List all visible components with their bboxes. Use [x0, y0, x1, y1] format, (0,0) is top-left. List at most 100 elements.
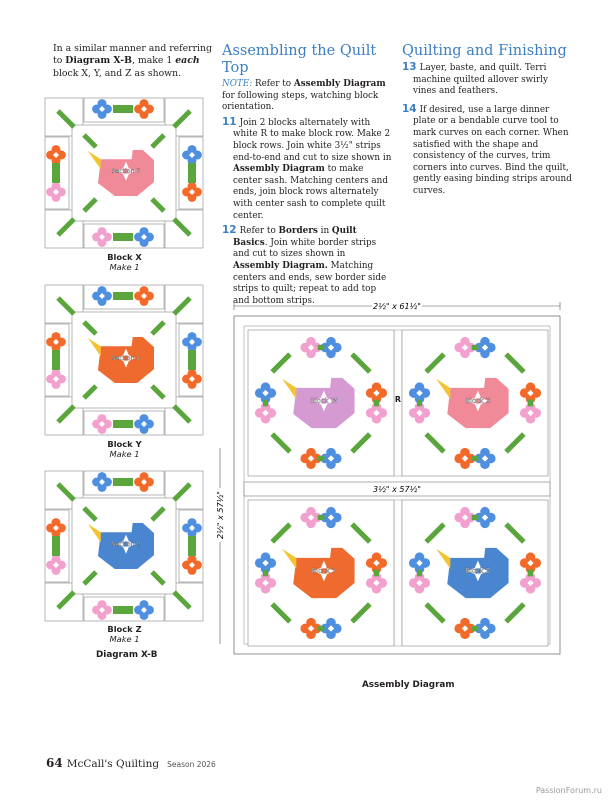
step-number: 11: [222, 115, 237, 128]
petal: [365, 408, 376, 418]
star-center: [123, 168, 129, 174]
flower-icon: [519, 402, 542, 424]
beak-icon: [87, 150, 101, 170]
assembling-section: Assembling the Quilt Top NOTE: Refer to …: [222, 43, 392, 307]
green-strip: [188, 536, 196, 556]
block-z-diagram: Section 9: [44, 470, 204, 626]
petal: [144, 419, 154, 429]
beak-icon: [87, 337, 101, 357]
petal: [408, 388, 419, 398]
flower-icon: [454, 447, 476, 470]
petal: [408, 578, 419, 588]
flower-icon: [46, 182, 66, 202]
block-make: Make 1: [109, 634, 140, 644]
step-text: to make center sash. Matching centers an…: [233, 164, 388, 221]
block-label: Block Z: [465, 567, 490, 575]
assembly-block: Block W: [247, 329, 395, 477]
green-strip: [270, 352, 292, 374]
flower-icon: [92, 414, 112, 434]
star-center: [123, 355, 129, 361]
petal: [254, 578, 265, 588]
intro-text: block X, Y, and Z as shown.: [53, 67, 182, 79]
flower-center: [262, 559, 269, 567]
green-strip: [504, 352, 526, 374]
petal: [408, 558, 419, 568]
petal: [454, 342, 465, 353]
block-y-drawing: Section 8: [44, 284, 204, 436]
flower-center: [461, 455, 469, 462]
block-x-caption: Block X Make 1: [42, 252, 207, 272]
green-strip: [172, 404, 192, 424]
petal: [46, 560, 56, 570]
step-text: . Join white border strips and cut to si…: [233, 237, 377, 260]
flower-center: [416, 579, 423, 587]
green-strip: [350, 602, 372, 624]
block-y-caption: Block Y Make 1: [42, 439, 207, 459]
petal: [420, 578, 431, 588]
block-title: Block Y: [107, 439, 142, 449]
petal: [56, 374, 66, 384]
petal: [56, 187, 66, 197]
flower-icon: [134, 472, 154, 492]
flower-icon: [454, 336, 476, 359]
step-text: Layer, baste, and quilt. Terri machine q…: [413, 63, 548, 97]
flower-icon: [134, 414, 154, 434]
petal: [102, 605, 112, 615]
flower-icon: [254, 402, 277, 424]
petal: [144, 104, 154, 114]
green-strip: [56, 482, 76, 502]
petal: [485, 453, 496, 464]
petal: [300, 342, 311, 353]
flower-icon: [365, 552, 388, 574]
side-dimension-label: 2½" x 57½": [216, 491, 225, 539]
flower-center: [262, 389, 269, 397]
green-strip: [82, 384, 98, 400]
green-strip: [113, 478, 133, 486]
flower-icon: [519, 552, 542, 574]
green-strip: [270, 602, 292, 624]
block-group: Section 9: [44, 470, 204, 622]
center-dimension-label: 3½" x 57½": [373, 485, 421, 494]
petal: [46, 187, 56, 197]
green-strip: [82, 197, 98, 213]
petal: [182, 150, 192, 160]
block-group: Section 7: [44, 97, 204, 249]
green-strip: [504, 432, 526, 454]
block-label: Block Y: [312, 567, 337, 575]
flower-icon: [134, 286, 154, 306]
petal: [56, 150, 66, 160]
green-strip: [113, 292, 133, 300]
flower-icon: [92, 286, 112, 306]
green-strip: [270, 522, 292, 544]
petal: [192, 560, 202, 570]
bird-icon: Block X: [436, 377, 509, 429]
sash-label: R: [395, 395, 401, 404]
section-label: Section 7: [112, 168, 141, 175]
petal: [365, 558, 376, 568]
green-strip: [424, 352, 446, 374]
flower-icon: [408, 552, 431, 574]
block-z-caption: Block Z Make 1: [42, 624, 207, 644]
petal: [377, 578, 388, 588]
green-strip: [113, 606, 133, 614]
star-center: [475, 568, 481, 574]
flower-icon: [365, 572, 388, 594]
petal: [134, 419, 144, 429]
block-title: Block X: [107, 252, 142, 262]
petal: [331, 512, 342, 523]
flower-icon: [46, 518, 66, 538]
flower-icon: [182, 145, 202, 165]
flower-icon: [134, 99, 154, 119]
diagram-xb-caption: Diagram X-B: [96, 650, 158, 660]
petal: [300, 623, 311, 634]
petal: [485, 623, 496, 634]
assembly-block: Block Y: [247, 499, 395, 647]
petal: [519, 408, 530, 418]
assembly-block: Block X: [401, 329, 549, 477]
petal: [182, 374, 192, 384]
petal: [102, 477, 112, 487]
